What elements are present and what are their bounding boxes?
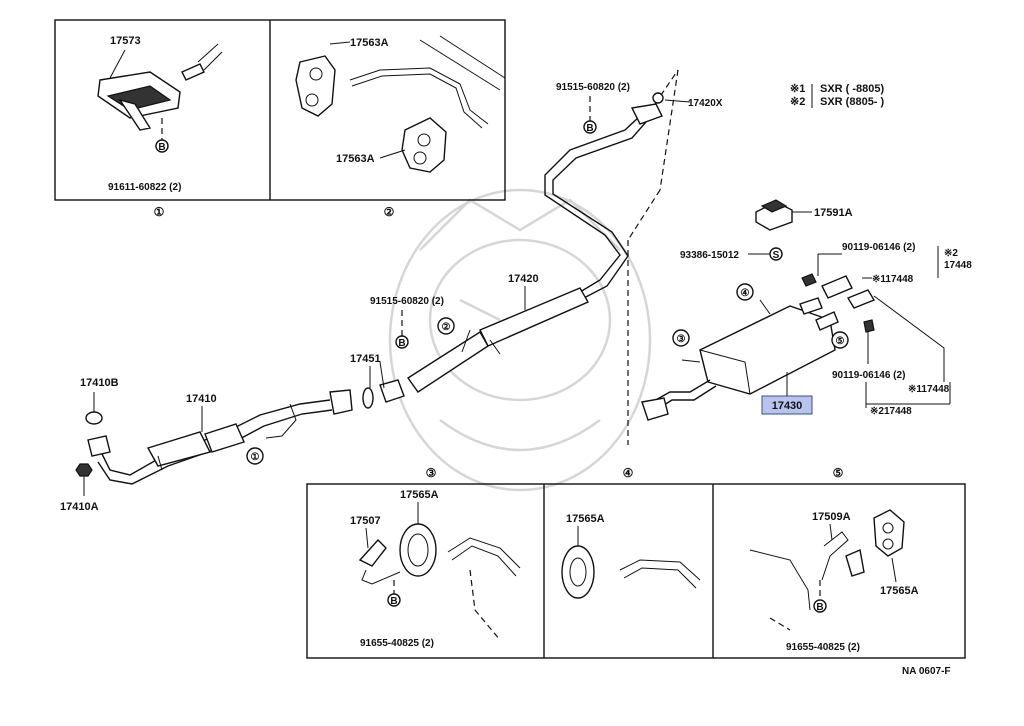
mount-17573-drawing (97, 43, 223, 153)
svg-text:②: ② (442, 322, 451, 333)
label-mark-2: ※2 (944, 248, 958, 259)
svg-text:B: B (390, 596, 397, 607)
gasket-217448 (846, 289, 876, 309)
label-91515-60820-mid: 91515-60820 (2) (370, 296, 444, 307)
label-17430: 17430 (772, 400, 803, 412)
box-number-5: ⑤ (833, 466, 844, 480)
label-117448-top: ※117448 (872, 274, 914, 285)
label-17410: 17410 (186, 393, 217, 405)
svg-text:⑤: ⑤ (836, 336, 845, 347)
legend-row2-text: SXR (8805- ) (820, 96, 885, 108)
label-91655-40825-box5: 91655-40825 (2) (786, 642, 860, 653)
detail-box-3-4-5 (306, 483, 966, 659)
label-91515-60820-top: 91515-60820 (2) (556, 82, 630, 93)
label-17420: 17420 (508, 273, 539, 285)
center-pipe-17420-drawing (379, 103, 663, 403)
bolt-90119-bottom (863, 319, 875, 333)
svg-text:B: B (816, 602, 823, 613)
label-217448: ※217448 (870, 406, 912, 417)
hanger-17563a-drawing (295, 35, 506, 173)
clamp-17591a-drawing (755, 199, 793, 231)
label-17451: 17451 (350, 353, 381, 365)
callout-1-mid (246, 447, 264, 465)
variant-legend: ※1 SXR ( -8805) ※2 SXR (8805- ) (790, 83, 885, 108)
label-91655-40825-box3: 91655-40825 (2) (360, 638, 434, 649)
box-number-4: ④ (623, 466, 634, 480)
callout-b-mid (395, 335, 409, 349)
callout-2-mid (437, 317, 455, 335)
legend-row1-mark: ※1 (790, 83, 805, 95)
label-17591a: 17591A (814, 207, 853, 219)
box3-drawing (358, 523, 521, 641)
label-17420x: 17420X (688, 98, 723, 109)
label-17448: 17448 (944, 260, 972, 271)
callout-4-mid (736, 283, 754, 301)
callout-b-box3 (387, 593, 401, 607)
callout-5-mid (831, 331, 849, 349)
diagram-reference-code: NA 0607-F (902, 666, 951, 677)
watermark-emblem (388, 188, 652, 492)
label-93386-15012: 93386-15012 (680, 250, 739, 261)
callout-b-1: B (158, 142, 165, 153)
svg-text:B: B (398, 338, 405, 349)
callout-3-mid (672, 329, 690, 347)
label-17573: 17573 (110, 35, 141, 47)
label-90119-06146-top: 90119-06146 (2) (842, 242, 915, 253)
label-17507: 17507 (350, 515, 381, 527)
muffler-17430-drawing (641, 297, 839, 421)
detail-box-1-2 (54, 19, 506, 201)
legend-row1-text: SXR ( -8805) (820, 83, 885, 95)
gasket-17410b (85, 411, 103, 425)
callout-b-box5 (813, 599, 827, 613)
label-17565a-box5: 17565A (880, 585, 919, 597)
label-17563a-top: 17563A (350, 37, 389, 49)
svg-text:B: B (586, 123, 593, 134)
label-17509a: 17509A (812, 511, 851, 523)
gasket-17420x (652, 92, 664, 104)
label-17563a-bottom: 17563A (336, 153, 375, 165)
front-pipe-17410-drawing (87, 387, 374, 485)
label-117448-bottom: ※117448 (908, 384, 950, 395)
svg-text:③: ③ (677, 334, 686, 345)
label-90119-06146-bottom: 90119-06146 (2) (832, 370, 905, 381)
label-17410b: 17410B (80, 377, 119, 389)
box-number-3: ③ (426, 466, 437, 480)
svg-text:④: ④ (741, 288, 750, 299)
bolt-90119-top (801, 273, 817, 287)
gasket-117448-top (821, 275, 853, 299)
box4-drawing (561, 545, 701, 599)
label-91611-60822: 91611-60822 (2) (108, 182, 181, 193)
callout-s (769, 247, 783, 261)
svg-text:①: ① (251, 452, 260, 463)
box5-drawing (749, 509, 905, 631)
nut-17410a (75, 463, 93, 477)
svg-text:S: S (773, 250, 780, 261)
callout-b-top (583, 120, 597, 134)
box-number-1: ① (154, 205, 165, 219)
label-17410a: 17410A (60, 501, 99, 513)
label-17565a-box4: 17565A (566, 513, 605, 525)
box-number-2: ② (384, 205, 395, 219)
legend-row2-mark: ※2 (790, 96, 805, 108)
label-17565a-box3: 17565A (400, 489, 439, 501)
